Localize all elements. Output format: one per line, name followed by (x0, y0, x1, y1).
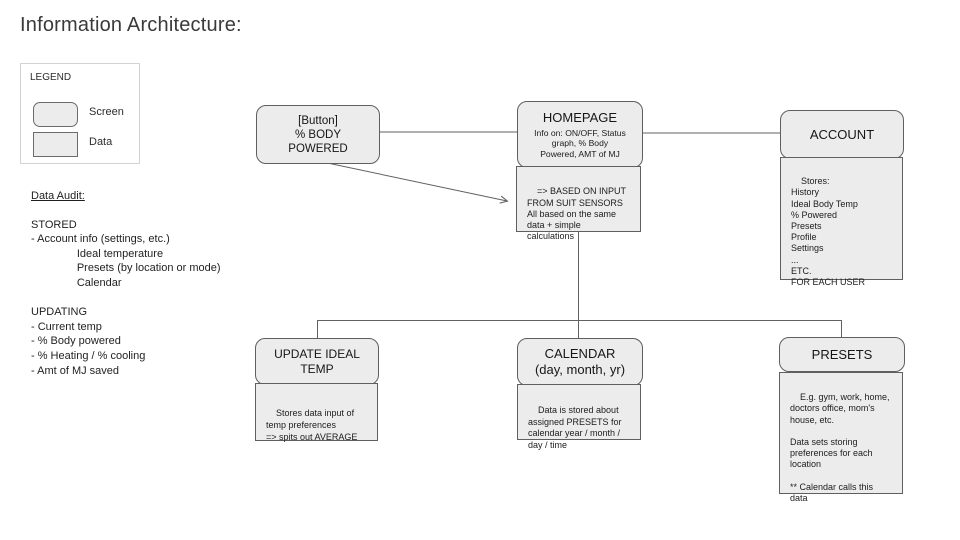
data-calendar-text: Data is stored about assigned PRESETS fo… (528, 404, 622, 451)
data-presets: E.g. gym, work, home, doctors office, mo… (779, 372, 903, 503)
node-body-powered-button: [Button] % BODY POWERED (256, 105, 380, 164)
data-homepage-sensors: => BASED ON INPUT FROM SUIT SENSORS All … (516, 166, 641, 241)
legend: LEGEND Screen Data (20, 63, 140, 164)
node-update-ideal-temp: UPDATE IDEAL TEMP (255, 338, 379, 385)
data-audit-heading: Data Audit: (31, 190, 85, 202)
legend-data-label: Data (89, 136, 113, 148)
data-homepage-sensors-text: => BASED ON INPUT FROM SUIT SENSORS All … (527, 186, 627, 242)
page-title: Information Architecture: (20, 14, 242, 36)
data-update-ideal-temp: Stores data input of temp preferences =>… (255, 383, 378, 442)
node-homepage-subtitle: Info on: ON/OFF, Status graph, % Body Po… (534, 127, 626, 159)
data-calendar: Data is stored about assigned PRESETS fo… (517, 384, 641, 450)
node-account-title: ACCOUNT (809, 126, 875, 142)
legend-screen-swatch (33, 102, 78, 127)
node-body-powered-button-title: [Button] % BODY POWERED (288, 114, 348, 155)
data-account-stores: Stores: History Ideal Body Temp % Powere… (780, 157, 903, 287)
node-calendar: CALENDAR (day, month, yr) (517, 338, 643, 386)
data-presets-text: E.g. gym, work, home, doctors office, mo… (790, 392, 890, 504)
node-presets-title: PRESETS (811, 346, 873, 362)
node-presets: PRESETS (779, 337, 905, 372)
data-audit-body: STORED - Account info (settings, etc.) I… (31, 218, 221, 377)
legend-screen-label: Screen (89, 106, 124, 118)
data-audit-notes: Data Audit: STORED - Account info (setti… (31, 189, 221, 378)
node-calendar-title: CALENDAR (day, month, yr) (534, 346, 626, 377)
node-account: ACCOUNT (780, 110, 904, 159)
node-homepage: HOMEPAGE Info on: ON/OFF, Status graph, … (517, 101, 643, 168)
legend-data-swatch (33, 132, 78, 157)
node-homepage-title: HOMEPAGE (542, 109, 618, 125)
data-update-ideal-temp-text: Stores data input of temp preferences =>… (266, 408, 358, 442)
legend-title: LEGEND (30, 72, 72, 83)
node-update-ideal-temp-title: UPDATE IDEAL TEMP (274, 346, 360, 376)
link-button-homepage-data-arrow (317, 160, 507, 201)
data-account-stores-text: Stores: History Ideal Body Temp % Powere… (791, 176, 866, 288)
